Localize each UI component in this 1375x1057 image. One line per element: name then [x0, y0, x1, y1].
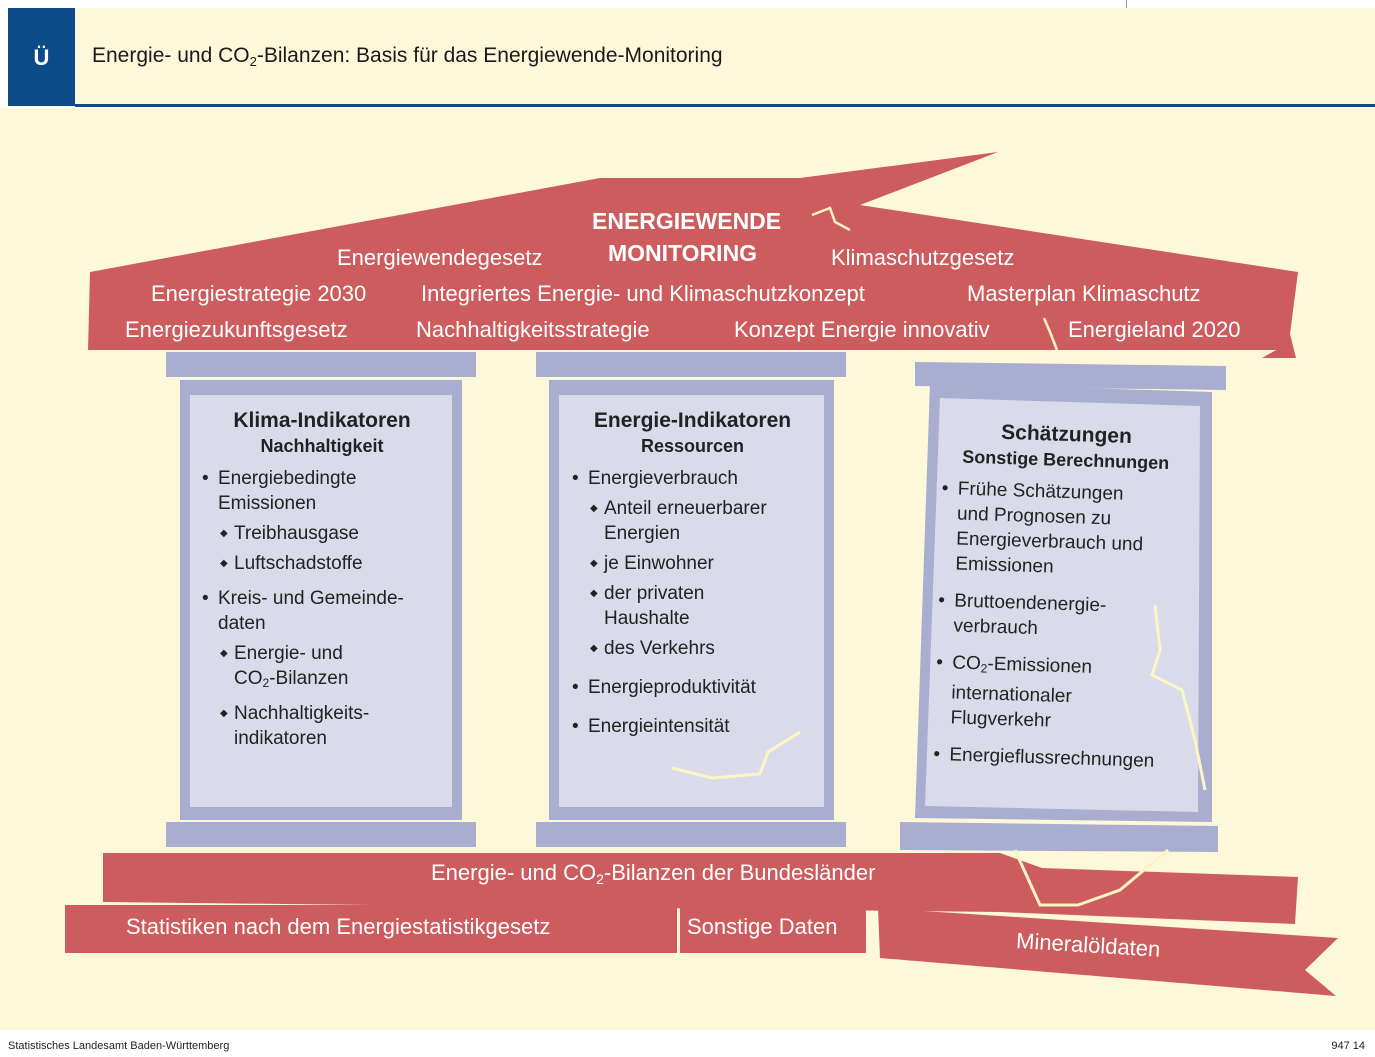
roof-item-energieland: Energieland 2020 — [1068, 317, 1241, 342]
column-klima-title: Klima-Indikatoren — [233, 409, 411, 432]
column-energie-title: Energie-Indikatoren — [593, 409, 792, 432]
capital-left — [166, 352, 476, 377]
header-tag: Ü — [8, 8, 75, 106]
roof-item-energiewendegesetz: Energiewendegesetz — [337, 245, 543, 270]
footer-source: Statistisches Landesamt Baden-Württember… — [8, 1040, 230, 1052]
crack-roof-right — [1042, 317, 1059, 351]
foundation-sonstige-label: Sonstige Daten — [687, 914, 838, 939]
base-right — [900, 822, 1218, 852]
energie-item-intensitaet: Energieintensität — [570, 714, 815, 739]
crack-roof — [811, 206, 851, 232]
roof-item-konzept: Konzept Energie innovativ — [734, 317, 990, 342]
klima-item-kreisdaten: Kreis- und Gemeinde-daten — [200, 586, 444, 636]
energie-subitem-verkehr: des Verkehrs — [570, 636, 815, 661]
capital-right — [915, 362, 1226, 390]
capital-middle — [536, 352, 846, 377]
foundation-mineraloel-slab — [878, 908, 1338, 996]
foundation-statistiken-slab — [65, 905, 677, 953]
energie-item-verbrauch: Energieverbrauch — [570, 466, 815, 491]
page-title: Energie- und CO2-Bilanzen: Basis für das… — [92, 44, 723, 69]
top-divider — [1126, 0, 1127, 8]
energie-item-produktivitaet: Energieproduktivität — [570, 675, 815, 700]
klima-subitem-nachhaltigkeitsindikatoren: Nachhaltigkeits-indikatoren — [200, 701, 444, 751]
column-klima-subtitle: Nachhaltigkeit — [260, 436, 384, 456]
column-klima: Klima-Indikatoren Nachhaltigkeit Energie… — [200, 408, 444, 751]
foundation-statistiken-label: Statistiken nach dem Energiestatistikges… — [126, 914, 551, 939]
roof-title-line2: MONITORING — [608, 240, 758, 266]
roof-item-nachhaltigkeit: Nachhaltigkeitsstrategie — [416, 317, 650, 342]
roof-shape — [88, 152, 1298, 358]
foundation-sonstige-slab — [680, 905, 866, 953]
klima-subitem-luftschadstoffe: Luftschadstoffe — [200, 551, 444, 576]
crack-middle-column — [671, 730, 801, 780]
roof-title-line1: ENERGIEWENDE — [592, 208, 782, 234]
klima-subitem-treibhausgase: Treibhausgase — [200, 521, 444, 546]
roof-item-energiezukunft: Energiezukunftsgesetz — [125, 317, 348, 342]
foundation-bilanzen-slab — [103, 853, 1298, 924]
roof-item-masterplan: Masterplan Klimaschutz — [967, 281, 1201, 306]
header-bar: Ü Energie- und CO2-Bilanzen: Basis für d… — [8, 8, 1375, 107]
energie-subitem-einwohner: je Einwohner — [570, 551, 815, 576]
footer-code: 947 14 — [1331, 1040, 1365, 1052]
column-energie-subtitle: Ressourcen — [640, 436, 745, 456]
base-left — [166, 822, 476, 847]
roof-item-iekk: Integriertes Energie- und Klimaschutzkon… — [421, 281, 865, 306]
base-middle — [536, 822, 846, 847]
crack-foundation — [1013, 848, 1169, 907]
roof-item-energiestrategie: Energiestrategie 2030 — [151, 281, 367, 306]
foundation-bilanzen-label: Energie- und CO2-Bilanzen der Bundesländ… — [431, 860, 876, 887]
column-schaetzungen: Schätzungen Sonstige Berechnungen Frühe … — [931, 418, 1192, 775]
roof-item-klimaschutzgesetz: Klimaschutzgesetz — [831, 245, 1015, 270]
schaetzungen-item-bruttoendenergie: Bruttoendenergie-verbrauch — [935, 588, 1186, 646]
column-energie: Energie-Indikatoren Ressourcen Energieve… — [570, 408, 815, 739]
header-rule — [75, 104, 1375, 107]
